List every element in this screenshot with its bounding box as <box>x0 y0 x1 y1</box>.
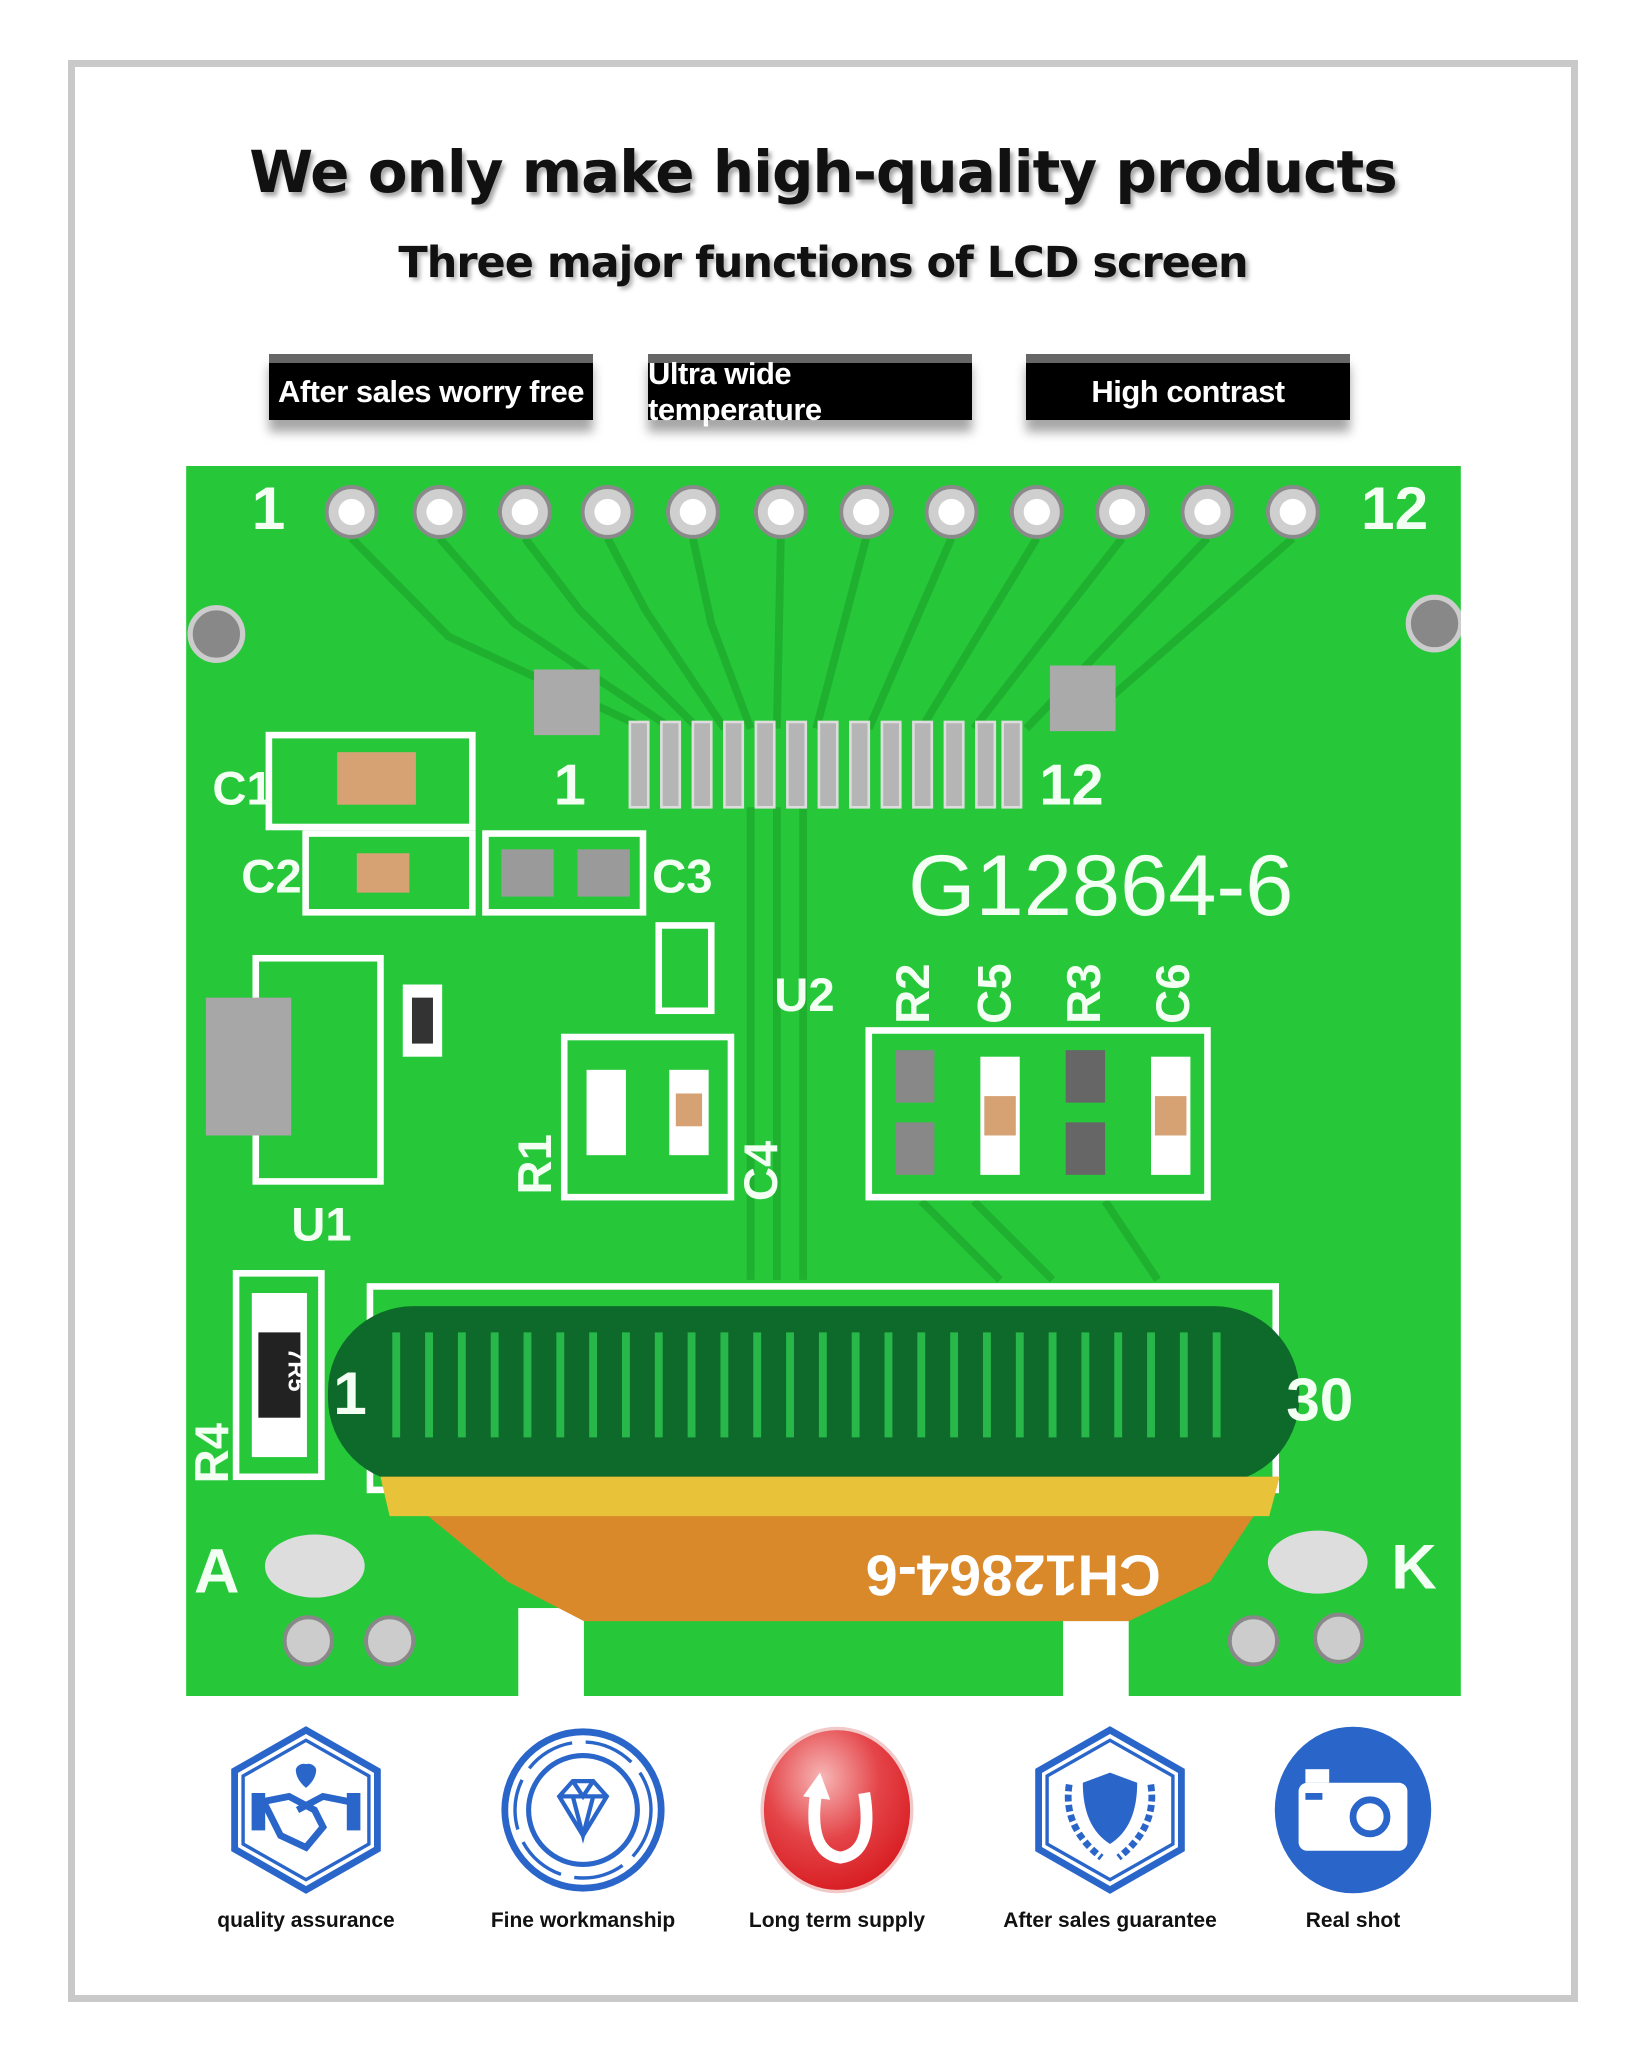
feature-label: After sales guarantee <box>1003 1909 1217 1932</box>
badge-high-contrast: High contrast <box>1026 354 1350 420</box>
capacitor-c1 <box>337 752 416 805</box>
badge-wide-temperature: Ultra wide temperature <box>648 354 972 427</box>
feature-label: Long term supply <box>748 1909 926 1932</box>
pin-label-first: 1 <box>252 474 286 542</box>
page-title: We only make high-quality products <box>249 138 1397 206</box>
feature-after-sales-guarantee: After sales guarantee <box>1000 1725 1220 1933</box>
ribbon-contacts <box>392 1332 1221 1438</box>
resistor-code: 7R5 <box>283 1348 309 1391</box>
label-c5: C5 <box>969 963 1022 1023</box>
badge-after-sales: After sales worry free <box>269 354 593 420</box>
label-c1: C1 <box>212 763 272 816</box>
pcb-model-label: G12864-6 <box>908 838 1293 934</box>
label-cathode: K <box>1391 1532 1437 1602</box>
led-pad-cathode <box>1267 1530 1368 1594</box>
label-anode: A <box>194 1536 240 1606</box>
pad-label-first: 1 <box>554 754 586 818</box>
pad-label-last: 12 <box>1039 754 1103 818</box>
label-r3: R3 <box>1058 963 1111 1023</box>
diamond-icon <box>501 1728 665 1892</box>
ribbon-label-first: 1 <box>333 1359 367 1427</box>
ribbon-label-last: 30 <box>1286 1365 1353 1433</box>
label-c3: C3 <box>652 851 712 904</box>
label-c2: C2 <box>241 851 301 904</box>
camera-icon <box>1274 1726 1432 1894</box>
feature-label: quality assurance <box>217 1909 395 1932</box>
label-u2: U2 <box>774 969 834 1022</box>
feature-long-term-supply: Long term supply <box>727 1725 947 1933</box>
handshake-icon <box>231 1726 381 1894</box>
shield-icon <box>1035 1726 1185 1894</box>
label-r1: R1 <box>509 1134 562 1194</box>
pin-header-holes <box>324 485 1320 539</box>
feature-quality-assurance: quality assurance <box>196 1725 416 1933</box>
page-subtitle: Three major functions of LCD screen <box>398 238 1248 288</box>
label-r2: R2 <box>887 963 940 1023</box>
led-pad-anode <box>264 1534 365 1598</box>
feature-real-shot: Real shot <box>1243 1725 1463 1933</box>
fpc-model-label: CH12864-6 <box>866 1543 1161 1607</box>
label-r4: R4 <box>186 1422 239 1483</box>
smd-pad-row <box>628 720 1023 809</box>
pin-label-last: 12 <box>1361 474 1428 542</box>
feature-label: Real shot <box>1305 1909 1401 1932</box>
page-frame <box>68 60 1578 2002</box>
chip-u1 <box>205 997 292 1136</box>
label-c4: C4 <box>735 1140 788 1201</box>
label-u1: U1 <box>291 1198 351 1251</box>
mount-hole-right <box>1405 594 1461 653</box>
label-c6: C6 <box>1147 963 1200 1023</box>
feature-fine-workmanship: Fine workmanship <box>473 1725 693 1933</box>
feature-label: Fine workmanship <box>490 1909 676 1932</box>
mount-hole-left <box>187 605 246 663</box>
refresh-icon <box>760 1726 914 1894</box>
lcd-pcb-photo: 1 12 1 12 G12864-6 C1 C2 C3 <box>186 466 1461 1696</box>
capacitor-c2 <box>356 853 410 893</box>
